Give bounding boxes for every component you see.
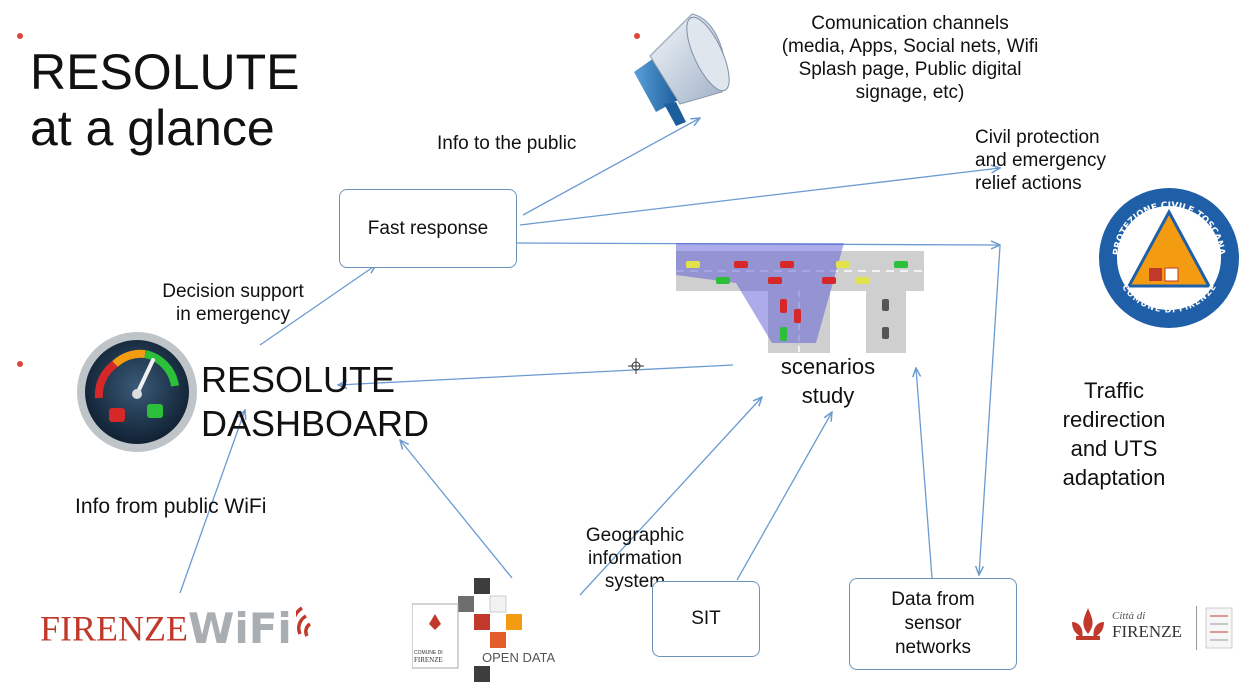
comm-line-4: signage, etc) [855, 82, 965, 103]
civil-line-1: Civil protection [975, 127, 1100, 148]
sensor-line-2: sensor [904, 613, 962, 634]
comm-line-1: Comunication channels [811, 13, 1009, 34]
firenze-wifi-text-1: FIRENZE [40, 608, 188, 649]
comm-line-2: (media, Apps, Social nets, Wifi [781, 36, 1039, 57]
citta-line-1: Città di [1112, 610, 1146, 622]
bullet [17, 33, 23, 39]
gauge-icon [77, 332, 197, 452]
decision-support-label: Decision support in emergency [128, 280, 338, 326]
geographic-info-label: Geographic information system [565, 524, 705, 593]
resolute-dashboard: RESOLUTE DASHBOARD [201, 358, 429, 446]
arrow-opendata-to-dash [400, 440, 513, 579]
citta-line-2: FIRENZE [1112, 622, 1182, 641]
open-data-label: OPEN DATA [482, 650, 556, 665]
wifi-signal-icon [291, 606, 312, 637]
sensor-networks-box[interactable]: Data from sensor networks [849, 578, 1017, 670]
sensor-line-1: Data from [891, 589, 975, 610]
traffic-redirection-label: Traffic redirection and UTS adaptation [1034, 376, 1194, 492]
comm-channels-label: Comunication channels (media, Apps, Soci… [725, 12, 1095, 104]
title-line-1: RESOLUTE [30, 44, 300, 100]
arrow-traffic-to-sensor [979, 245, 1001, 575]
citta-di-firenze-logo: Città di FIRENZE [1066, 600, 1241, 660]
firenze-wifi-text-2: WiFi [188, 604, 292, 653]
sensor-line-3: networks [894, 637, 972, 658]
dashboard-line-2: DASHBOARD [201, 403, 430, 444]
traffic-line-4: adaptation [1062, 465, 1166, 490]
bullet [17, 361, 23, 367]
traffic-line-3: and UTS [1070, 436, 1158, 461]
protezione-civile-seal: PROTEZIONE CIVILE TOSCANA COMUNE DI FIRE… [1099, 188, 1239, 328]
secondary-emblem-icon [1205, 607, 1233, 649]
comm-line-3: Splash page, Public digital [798, 59, 1022, 80]
sit-label: SIT [691, 608, 721, 629]
sit-box[interactable]: SIT [652, 581, 760, 657]
page-title: RESOLUTE at a glance [30, 44, 300, 156]
arrow-sensor-to-scenarios [916, 368, 933, 579]
geo-line-3: system [604, 571, 666, 592]
dashboard-line-1: RESOLUTE [201, 359, 396, 400]
fleur-de-lis-icon [1072, 608, 1104, 640]
geo-line-1: Geographic [585, 525, 685, 546]
traffic-line-1: Traffic [1084, 378, 1144, 403]
arrow-decision-to-fast [259, 265, 376, 346]
civil-line-2: and emergency [975, 150, 1106, 171]
arrow-scenarios-to-dash [338, 364, 734, 385]
crosshair-marker [628, 358, 644, 374]
info-wifi-label: Info from public WiFi [75, 495, 267, 518]
fast-response-box[interactable]: Fast response [339, 189, 517, 268]
open-data-firenze: FIRENZE [414, 656, 443, 664]
fast-response-label: Fast response [367, 217, 489, 239]
traffic-line-2: redirection [1062, 407, 1166, 432]
intersection-map [676, 243, 924, 353]
logo-divider [1196, 606, 1197, 650]
geo-line-2: information [588, 548, 682, 569]
arrow-sit-to-scenarios [736, 412, 832, 581]
open-data-comune: COMUNE DI [414, 650, 443, 656]
title-line-2: at a glance [30, 100, 275, 156]
arrow-wifi-to-dash [179, 410, 245, 594]
bullet [634, 33, 640, 39]
arrow-geo-to-scenarios [579, 397, 762, 596]
arrow-to-comm [522, 118, 700, 216]
thumbs-down-icon [109, 408, 125, 422]
civil-protection-label: Civil protection and emergency relief ac… [975, 126, 1106, 195]
open-data-logo: COMUNE DI FIRENZE OPEN DATA [411, 578, 567, 683]
scenarios-line-1: scenarios [780, 354, 876, 379]
open-data-mosaic [411, 578, 522, 682]
firenze-wifi-logo: FIRENZEWiFi [40, 604, 326, 674]
decision-line-2: in emergency [175, 304, 291, 325]
decision-line-1: Decision support [162, 281, 304, 302]
thumbs-up-icon [147, 404, 163, 418]
civil-line-3: relief actions [975, 173, 1082, 194]
megaphone-icon [634, 13, 730, 126]
info-public-label: Info to the public [437, 133, 577, 154]
scenarios-line-2: study [801, 383, 855, 408]
arrow-to-civil [519, 168, 1000, 226]
scenarios-study-label: scenarios study [758, 352, 898, 410]
